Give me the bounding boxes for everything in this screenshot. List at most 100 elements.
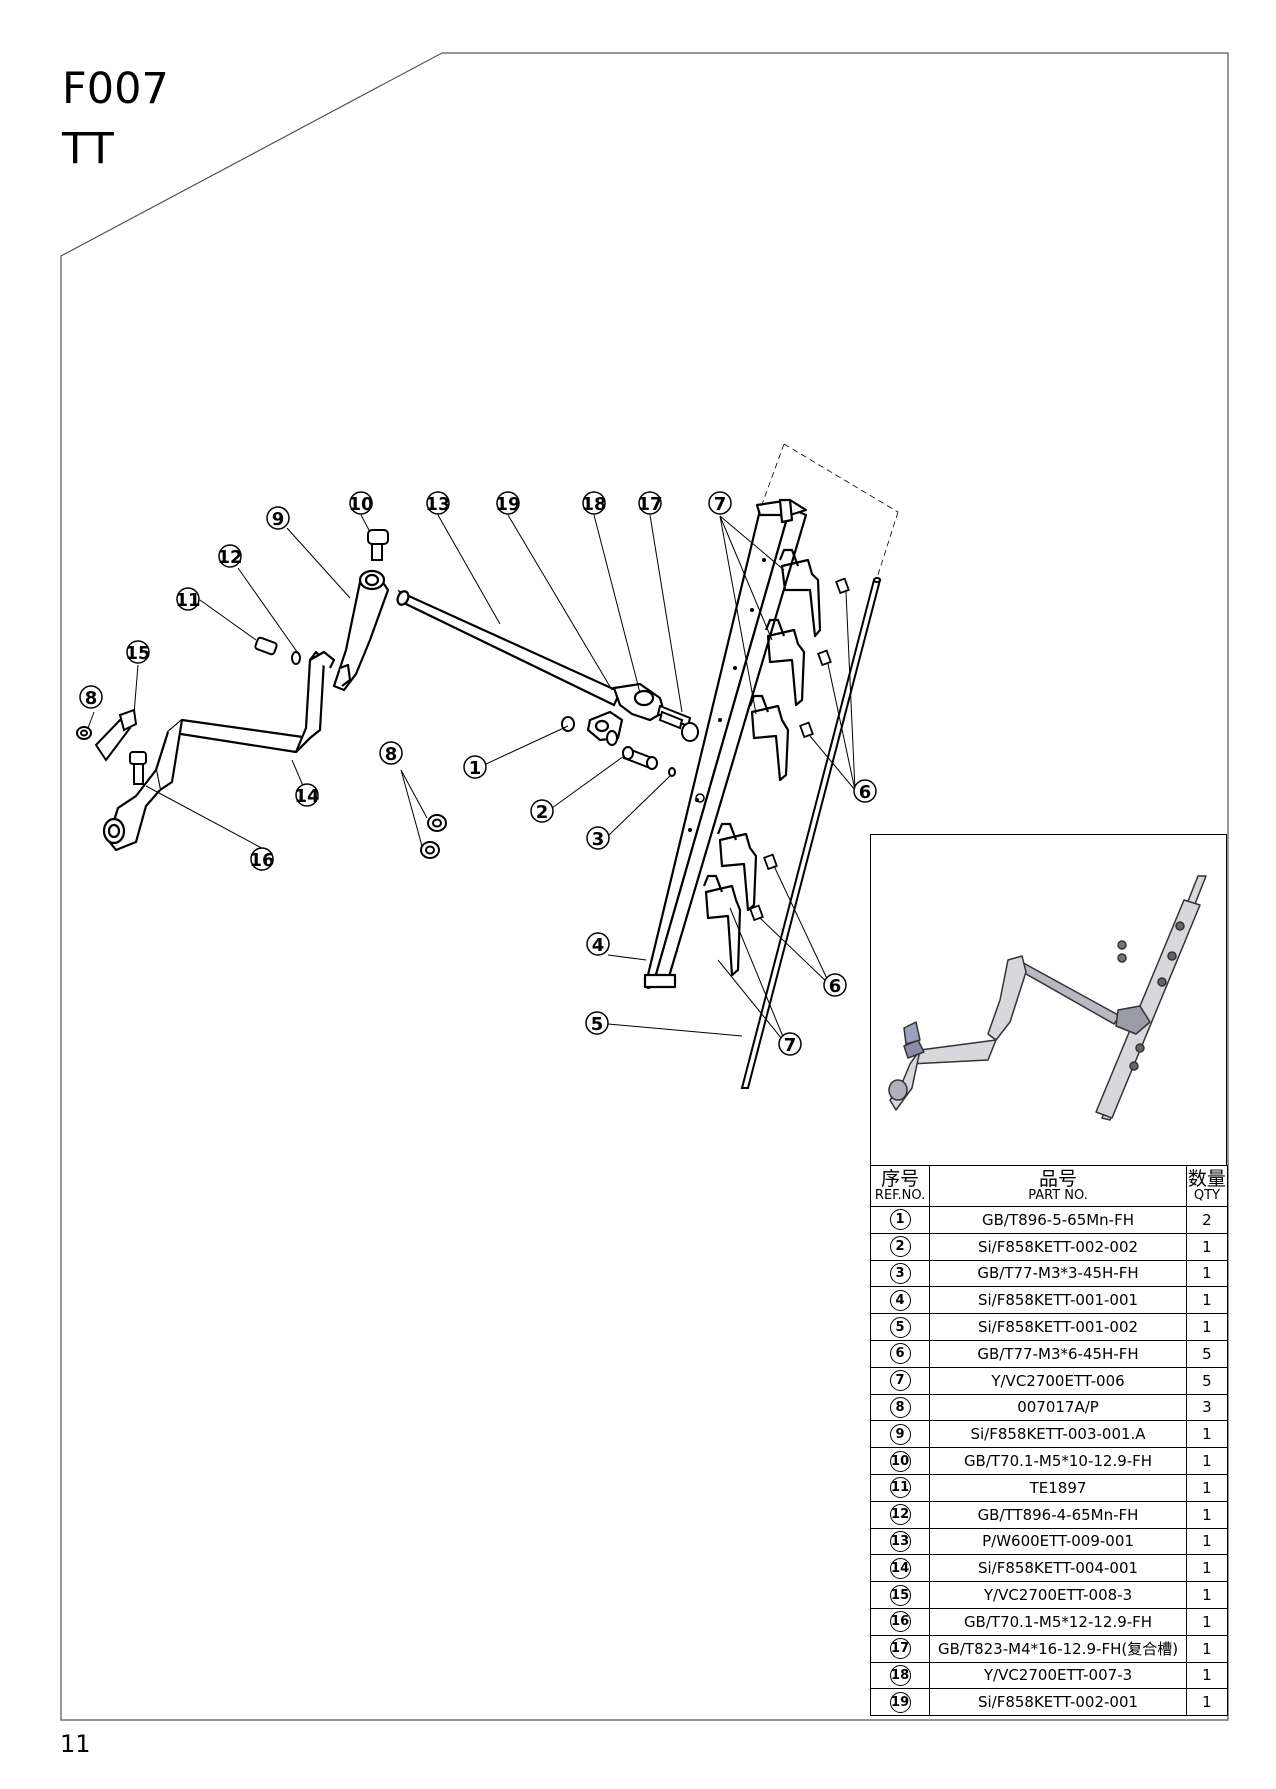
quantity-cell: 1: [1185, 1554, 1229, 1583]
callout-13: 13: [425, 494, 450, 515]
callout-17: 17: [637, 494, 662, 515]
quantity-cell: 1: [1185, 1607, 1229, 1636]
assembly-thumbnail: [888, 875, 1207, 1121]
part-number-cell: Si/F858KETT-002-002: [929, 1232, 1187, 1261]
projection-lines: [759, 443, 899, 579]
callout-15: 15: [125, 643, 150, 664]
quantity-cell: 1: [1185, 1447, 1229, 1475]
ref-cell: 12: [869, 1500, 931, 1529]
part-number-cell: GB/T823-M4*16-12.9-FH(复合槽): [929, 1634, 1187, 1663]
quantity-cell: 5: [1185, 1339, 1229, 1368]
part-number-cell: Si/F858KETT-002-001: [929, 1688, 1187, 1717]
bracket-part: [102, 650, 336, 852]
callout-18: 18: [581, 494, 606, 515]
rail-holes: [688, 558, 766, 832]
callout-19: 19: [495, 494, 520, 515]
ref-number: 4: [889, 1289, 911, 1311]
ref-cell: 3: [869, 1259, 931, 1288]
ref-number: 6: [889, 1343, 911, 1365]
quantity-cell: 1: [1185, 1527, 1229, 1556]
quantity-cell: 1: [1185, 1661, 1229, 1690]
quantity-cell: 1: [1185, 1286, 1229, 1315]
part-number-cell: Y/VC2700ETT-006: [929, 1366, 1187, 1395]
part-number-cell: Si/F858KETT-004-001: [929, 1554, 1187, 1583]
part-number-cell: Si/F858KETT-003-001.A: [929, 1420, 1187, 1449]
ref-cell: 15: [869, 1581, 931, 1609]
callout-4: 4: [592, 935, 605, 956]
page-number: 11: [60, 1730, 91, 1758]
part-number-cell: GB/T70.1-M5*10-12.9-FH: [929, 1447, 1187, 1475]
quantity-cell: 3: [1185, 1393, 1229, 1422]
part-number-cell: GB/T77-M3*3-45H-FH: [929, 1259, 1187, 1288]
callout-10: 10: [348, 494, 373, 515]
ref-cell: 2: [869, 1232, 931, 1261]
ref-cell: 4: [869, 1286, 931, 1315]
callout-labels: 10 13 19 18 17 7 9 12 11 15 8 14 16 1 2 …: [85, 494, 872, 1056]
part-number-cell: Y/VC2700ETT-008-3: [929, 1581, 1187, 1609]
ref-cell: 7: [869, 1366, 931, 1395]
callout-8b: 8: [385, 744, 398, 765]
ref-number: 16: [889, 1611, 911, 1633]
ref-number: 13: [889, 1530, 911, 1552]
ref-number: 7: [889, 1370, 911, 1392]
ref-cell: 10: [869, 1447, 931, 1475]
callout-14: 14: [294, 786, 319, 807]
ref-number: 3: [889, 1262, 911, 1284]
quantity-cell: 1: [1185, 1634, 1229, 1663]
callout-16: 16: [249, 850, 274, 871]
part-number-cell: Y/VC2700ETT-007-3: [929, 1661, 1187, 1690]
quantity-cell: 1: [1185, 1688, 1229, 1717]
quantity-cell: 1: [1185, 1313, 1229, 1341]
cap-screw-part: [367, 529, 389, 561]
shaft-part: [396, 589, 622, 707]
ref-number: 12: [889, 1504, 911, 1526]
part-number-cell: TE1897: [929, 1473, 1187, 1502]
callout-2: 2: [536, 802, 549, 823]
quantity-cell: 1: [1185, 1259, 1229, 1288]
callout-11: 11: [175, 590, 200, 611]
callout-1: 1: [469, 758, 482, 779]
ref-number: 5: [889, 1316, 911, 1338]
part-number-cell: GB/T896-5-65Mn-FH: [929, 1206, 1187, 1234]
bolt-parts: [656, 704, 699, 742]
ref-cell: 1: [869, 1206, 931, 1234]
hook-parts: [702, 548, 822, 977]
ref-cell: 8: [869, 1393, 931, 1422]
callout-12: 12: [217, 547, 242, 568]
rod-part: [740, 577, 882, 1089]
callout-8a: 8: [85, 688, 98, 709]
ref-cell: 6: [869, 1339, 931, 1368]
callout-6a: 6: [859, 782, 872, 803]
quantity-cell: 1: [1185, 1420, 1229, 1449]
ref-cell: 9: [869, 1420, 931, 1449]
ref-cell: 11: [869, 1473, 931, 1502]
quantity-cell: 5: [1185, 1366, 1229, 1395]
ref-cell: 17: [869, 1634, 931, 1663]
small-fastener-parts: [254, 636, 301, 665]
ref-number: 9: [889, 1423, 911, 1445]
ref-cell: 14: [869, 1554, 931, 1583]
part-number-cell: 007017A/P: [929, 1393, 1187, 1422]
cap-screw-16: [129, 751, 147, 785]
quantity-cell: 1: [1185, 1581, 1229, 1609]
part-number-cell: Si/F858KETT-001-002: [929, 1313, 1187, 1341]
part-number-cell: Si/F858KETT-001-001: [929, 1286, 1187, 1315]
